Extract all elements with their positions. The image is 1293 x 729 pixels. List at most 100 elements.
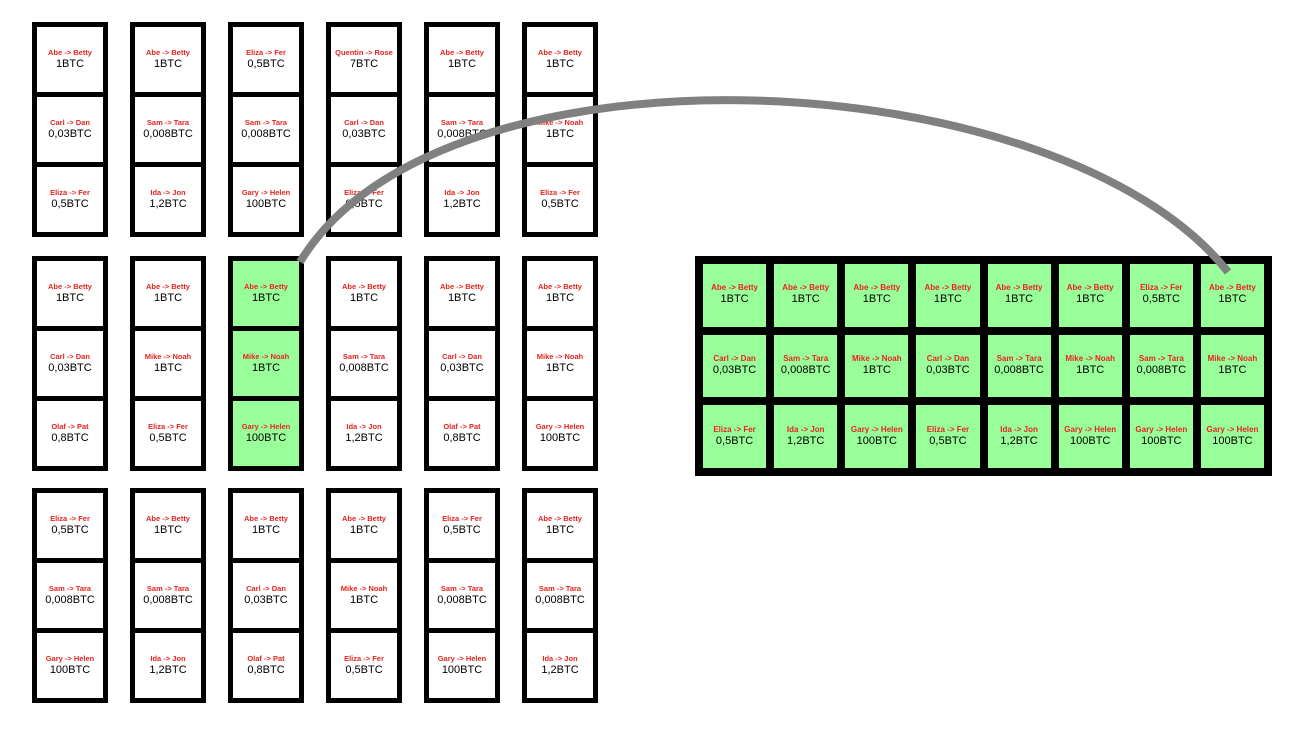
transaction-amount: 1BTC	[55, 291, 85, 304]
transaction-label: Sam -> Tara	[146, 583, 190, 593]
transaction-label: Carl -> Dan	[50, 117, 90, 127]
transaction-amount: 1BTC	[545, 57, 575, 70]
transaction-label: Eliza -> Fer	[344, 653, 384, 663]
transaction-label: Eliza -> Fer	[246, 47, 286, 57]
transaction-amount: 100BTC	[245, 431, 287, 444]
transaction-label: Olaf -> Pat	[247, 653, 285, 663]
transaction-label: Abe -> Betty	[146, 281, 190, 291]
transaction-label: Ida -> Jon	[150, 187, 186, 197]
transaction-label: Abe -> Betty	[1066, 283, 1114, 293]
transaction-amount: 0,03BTC	[48, 361, 92, 374]
transaction-amount: 0,008BTC	[1136, 363, 1187, 376]
transaction-amount: 0,03BTC	[926, 363, 970, 376]
transaction-amount: 1BTC	[1218, 363, 1247, 376]
transaction-label: Mike -> Noah	[144, 351, 192, 361]
transaction-amount: 1BTC	[862, 363, 891, 376]
transaction-amount: 1BTC	[545, 291, 575, 304]
transaction-label: Abe -> Betty	[538, 281, 582, 291]
transaction-label: Mike -> Noah	[242, 351, 290, 361]
transaction-amount: 0,008BTC	[437, 593, 487, 606]
transaction-label: Ida -> Jon	[542, 653, 578, 663]
transaction-label: Sam -> Tara	[48, 583, 92, 593]
transaction-amount: 1BTC	[862, 293, 891, 306]
transaction-label: Gary -> Helen	[1064, 424, 1117, 434]
transaction-label: Abe -> Betty	[146, 513, 190, 523]
transaction-label: Eliza -> Fer	[442, 513, 482, 523]
transaction-label: Sam -> Tara	[538, 583, 582, 593]
transaction-label: Sam -> Tara	[440, 117, 484, 127]
transaction-amount: 0,03BTC	[48, 127, 92, 140]
transaction-amount: 1BTC	[251, 361, 281, 374]
transaction-label: Mike -> Noah	[340, 583, 388, 593]
transaction-label: Ida -> Jon	[786, 424, 825, 434]
transaction-label: Mike -> Noah	[1207, 353, 1258, 363]
transaction-amount: 100BTC	[856, 434, 897, 447]
transaction-label: Gary -> Helen	[850, 424, 903, 434]
transaction-label: Eliza -> Fer	[50, 513, 90, 523]
transaction-label: Quentin -> Rose	[335, 47, 393, 57]
transaction-label: Abe -> Betty	[538, 47, 582, 57]
transaction-amount: 0,5BTC	[51, 523, 89, 536]
transaction-amount: 0,5BTC	[1142, 293, 1180, 306]
transaction-amount: 0,008BTC	[241, 127, 291, 140]
transaction-amount: 0,5BTC	[345, 197, 383, 210]
transaction-amount: 100BTC	[1070, 434, 1111, 447]
transaction-amount: 1BTC	[55, 57, 85, 70]
transaction-label: Carl -> Dan	[926, 353, 970, 363]
transaction-amount: 0,5BTC	[929, 434, 967, 447]
transaction-amount: 0,8BTC	[443, 431, 481, 444]
transaction-amount: 0,008BTC	[994, 363, 1044, 376]
transaction-amount: 0,008BTC	[143, 127, 193, 140]
transaction-label: Eliza -> Fer	[926, 424, 970, 434]
transaction-amount: 1BTC	[1005, 293, 1034, 306]
transaction-label: Eliza -> Fer	[148, 421, 188, 431]
transaction-label: Abe -> Betty	[853, 283, 901, 293]
transaction-label: Eliza -> Fer	[344, 187, 384, 197]
transaction-label: Sam -> Tara	[996, 353, 1042, 363]
transaction-amount: 1,2BTC	[443, 197, 481, 210]
transaction-amount: 0,5BTC	[443, 523, 481, 536]
transaction-label: Carl -> Dan	[246, 583, 286, 593]
transaction-label: Abe -> Betty	[48, 47, 92, 57]
transaction-label: Gary -> Helen	[1135, 424, 1188, 434]
transaction-amount: 0,5BTC	[247, 57, 285, 70]
transaction-amount: 100BTC	[539, 431, 581, 444]
transaction-amount: 1BTC	[251, 523, 281, 536]
transaction-amount: 0,5BTC	[541, 197, 579, 210]
